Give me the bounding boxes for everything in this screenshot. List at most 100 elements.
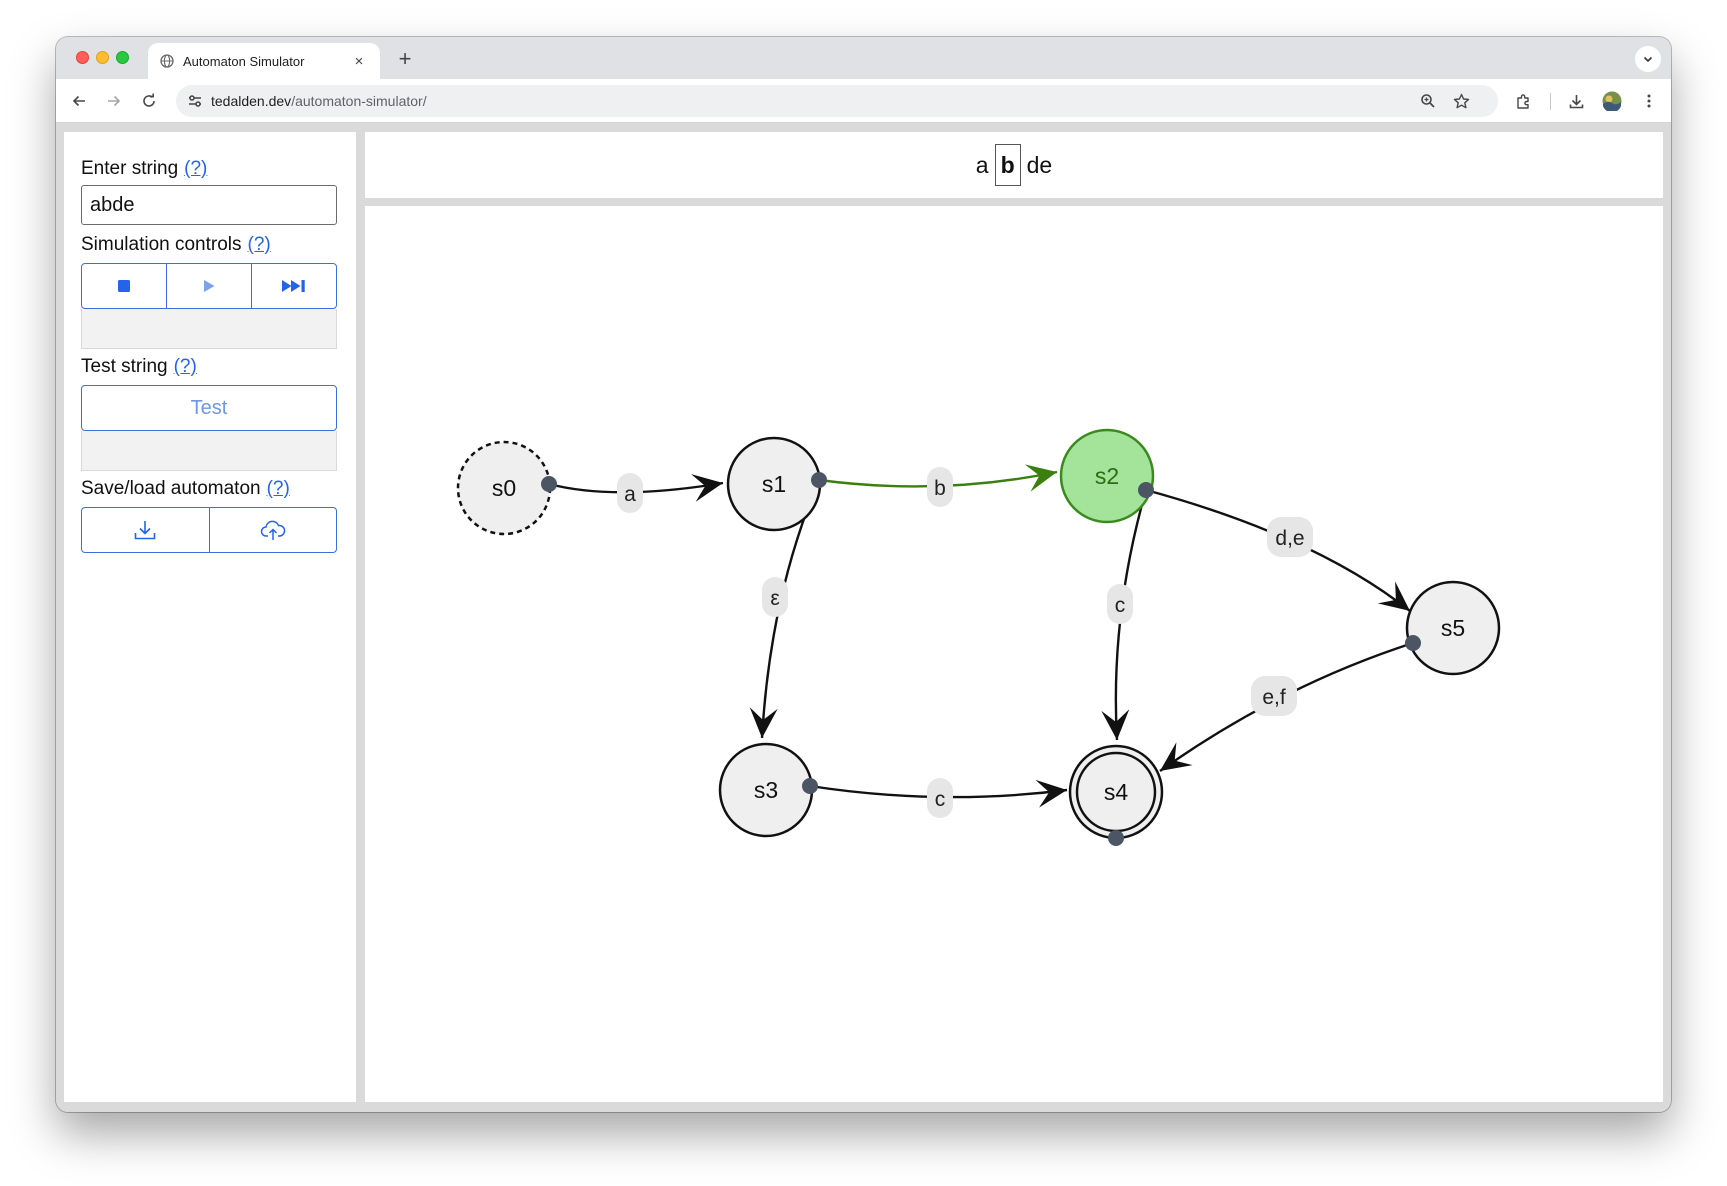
state-circle[interactable] [1405, 580, 1501, 676]
reload-icon[interactable] [138, 90, 160, 112]
tab-automaton-simulator[interactable]: Automaton Simulator × [148, 43, 380, 79]
save-button[interactable] [82, 508, 210, 552]
state-s2[interactable]: s2 [1059, 428, 1155, 524]
transition-label-bg [617, 473, 643, 513]
input-tape-panel: a b de [365, 132, 1663, 198]
connection-handle[interactable] [541, 476, 557, 492]
state-label: s3 [754, 777, 778, 803]
transition-label-bg [927, 467, 953, 507]
state-s1[interactable]: s1 [726, 436, 822, 532]
forward-icon[interactable] [103, 90, 125, 112]
input-tape: a b de [976, 144, 1052, 186]
transition-s3-s4[interactable]: c [809, 778, 1068, 818]
tab-title: Automaton Simulator [183, 53, 305, 69]
arrowhead-icon [749, 707, 778, 738]
url-text[interactable]: tedalden.dev/automaton-simulator/ [211, 93, 427, 109]
transition-label[interactable]: a [624, 483, 636, 506]
transition-s5-s4[interactable]: e,f [1159, 641, 1414, 772]
connection-handle[interactable] [1138, 482, 1154, 498]
load-button[interactable] [210, 508, 337, 552]
save-load-controls [81, 507, 337, 553]
arrowhead-icon [1160, 742, 1193, 771]
transition-label[interactable]: b [934, 477, 946, 500]
transition-label-bg [927, 778, 953, 818]
transition-s2-s4[interactable]: c [1101, 489, 1148, 741]
profile-avatar[interactable] [1601, 90, 1623, 112]
new-tab-button[interactable]: + [398, 46, 412, 71]
stop-button[interactable] [82, 264, 167, 308]
toolbar-divider [1550, 93, 1551, 110]
play-button[interactable] [167, 264, 252, 308]
state-label: s2 [1095, 463, 1119, 489]
state-label: s1 [762, 471, 786, 497]
sim-controls-help-link[interactable]: (?) [247, 234, 271, 255]
transition-s2-s5[interactable]: d,e [1145, 488, 1411, 612]
transition-label[interactable]: e,f [1262, 686, 1286, 709]
url-path: /automaton-simulator/ [291, 93, 427, 109]
state-s5[interactable]: s5 [1405, 580, 1501, 676]
transition-s0-s1[interactable]: a [548, 473, 724, 513]
control-sidebar: Enter string(?) Simulation controls(?) [64, 132, 356, 1102]
address-bar[interactable]: tedalden.dev/automaton-simulator/ [176, 85, 1498, 117]
transition-label[interactable]: ε [770, 587, 779, 610]
arrowhead-icon [1377, 581, 1410, 611]
fast-forward-button[interactable] [252, 264, 336, 308]
downloads-icon[interactable] [1565, 90, 1587, 112]
simulation-output-box [81, 309, 337, 349]
test-button[interactable]: Test [81, 385, 337, 431]
transition-label-bg [1251, 676, 1297, 716]
test-result-box [81, 431, 337, 471]
transition-s1-s2[interactable]: b [818, 464, 1058, 507]
sim-controls-heading: Simulation controls(?) [81, 234, 271, 256]
transition-label[interactable]: c [935, 788, 946, 811]
bookmark-star-icon[interactable] [1450, 90, 1472, 112]
back-icon[interactable] [68, 90, 90, 112]
state-label: s5 [1441, 615, 1465, 641]
state-circle[interactable] [1059, 428, 1155, 524]
maximize-window-button[interactable] [116, 51, 129, 64]
arrowhead-icon [691, 474, 723, 502]
input-string-field[interactable] [81, 185, 337, 225]
site-settings-icon[interactable] [187, 93, 203, 109]
arrowhead-icon [1101, 709, 1130, 740]
tab-close-icon[interactable]: × [354, 52, 364, 70]
download-icon [134, 521, 156, 540]
state-s0[interactable]: s0 [456, 440, 552, 536]
upload-cloud-icon [260, 520, 286, 540]
transition-label-bg [762, 577, 788, 617]
globe-icon [160, 54, 174, 68]
play-icon [204, 280, 215, 292]
tab-strip: Automaton Simulator × + [56, 37, 1671, 79]
connection-handle[interactable] [1108, 830, 1124, 846]
state-s4[interactable]: s4 [1068, 744, 1164, 840]
transition-label[interactable]: d,e [1275, 527, 1304, 550]
test-string-heading: Test string(?) [81, 356, 197, 378]
transition-label-bg [1107, 584, 1133, 624]
simulation-controls [81, 263, 337, 309]
transition-label-bg [1267, 517, 1313, 557]
sim-controls-label: Simulation controls [81, 234, 242, 255]
state-label: s4 [1104, 779, 1129, 805]
test-string-help-link[interactable]: (?) [173, 356, 197, 377]
arrowhead-icon [1024, 464, 1057, 492]
enter-string-help-link[interactable]: (?) [184, 158, 208, 179]
more-menu-icon[interactable] [1638, 90, 1660, 112]
connection-handle[interactable] [1405, 635, 1421, 651]
connection-handle[interactable] [802, 778, 818, 794]
zoom-icon[interactable] [1417, 90, 1439, 112]
connection-handle[interactable] [811, 472, 827, 488]
automaton-graph[interactable]: a b ε c d,e e,f c s0 s1 s2 s3 s4 s5 [365, 206, 1663, 1102]
extensions-icon[interactable] [1512, 90, 1534, 112]
close-window-button[interactable] [76, 51, 89, 64]
minimize-window-button[interactable] [96, 51, 109, 64]
chevron-down-icon [1643, 56, 1653, 63]
tab-search-button[interactable] [1635, 46, 1661, 72]
arrowhead-icon [1035, 779, 1067, 808]
page-content: Enter string(?) Simulation controls(?) [56, 124, 1671, 1112]
transition-label[interactable]: c [1115, 594, 1126, 617]
browser-toolbar: tedalden.dev/automaton-simulator/ [56, 79, 1671, 123]
save-load-help-link[interactable]: (?) [266, 478, 290, 499]
test-string-label: Test string [81, 356, 168, 377]
state-s3[interactable]: s3 [718, 742, 814, 838]
automaton-canvas[interactable]: a b ε c d,e e,f c s0 s1 s2 s3 s4 s5 [365, 206, 1663, 1102]
